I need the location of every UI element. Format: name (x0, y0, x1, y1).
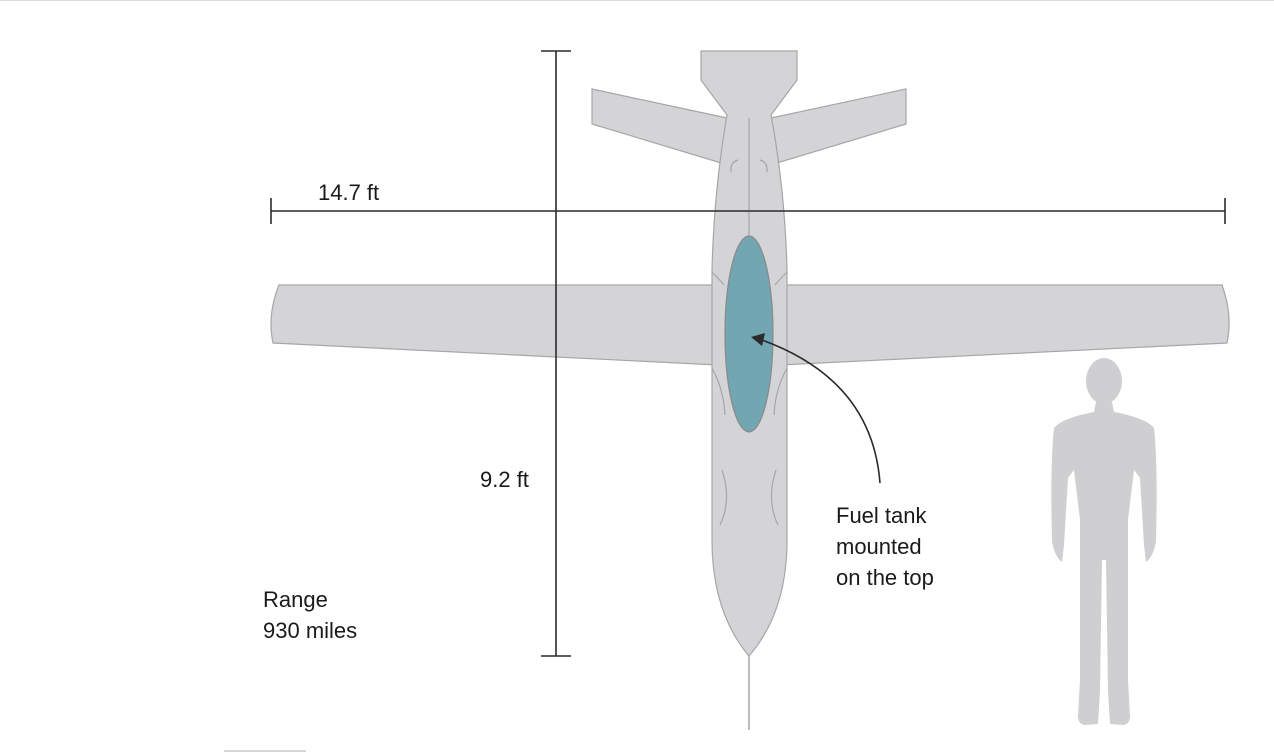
top-divider (0, 0, 1274, 1)
range-label: Range 930 miles (263, 584, 357, 646)
wing-root-left-front (711, 271, 725, 286)
intake-left (730, 159, 739, 173)
fuel-tank-callout (751, 333, 881, 484)
fuel-tank (724, 235, 774, 433)
range-value: 930 miles (263, 618, 358, 643)
human-body (1051, 402, 1157, 725)
length-dimension (541, 50, 571, 657)
callout-arrowhead (751, 333, 765, 346)
length-label: 9.2 ft (480, 467, 529, 492)
wing-root-left-rear (711, 367, 726, 416)
aircraft (270, 50, 1230, 730)
rear-panel-left (719, 469, 728, 526)
intake-right (759, 159, 768, 173)
left-tail-fin (591, 88, 728, 164)
wing-root-right-rear (773, 367, 788, 416)
fuel-tank-label-line-1: Fuel tank (836, 503, 927, 528)
rear-panel-right (770, 469, 779, 526)
wingspan-label: 14.7 ft (318, 180, 380, 205)
fuel-tank-label-line-2: mounted (836, 534, 922, 559)
fuel-tank-label-line-3: on the top (836, 565, 934, 590)
human-head (1086, 358, 1122, 404)
callout-arrow-line (761, 339, 881, 484)
wing-root-right-front (774, 271, 788, 286)
right-tail-fin (770, 88, 907, 164)
range-title: Range (263, 587, 328, 612)
bottom-divider (224, 750, 306, 752)
human-scale-silhouette (1051, 358, 1157, 725)
wingspan-dimension (270, 198, 1226, 224)
fuel-tank-label: Fuel tank mounted on the top (836, 500, 934, 593)
